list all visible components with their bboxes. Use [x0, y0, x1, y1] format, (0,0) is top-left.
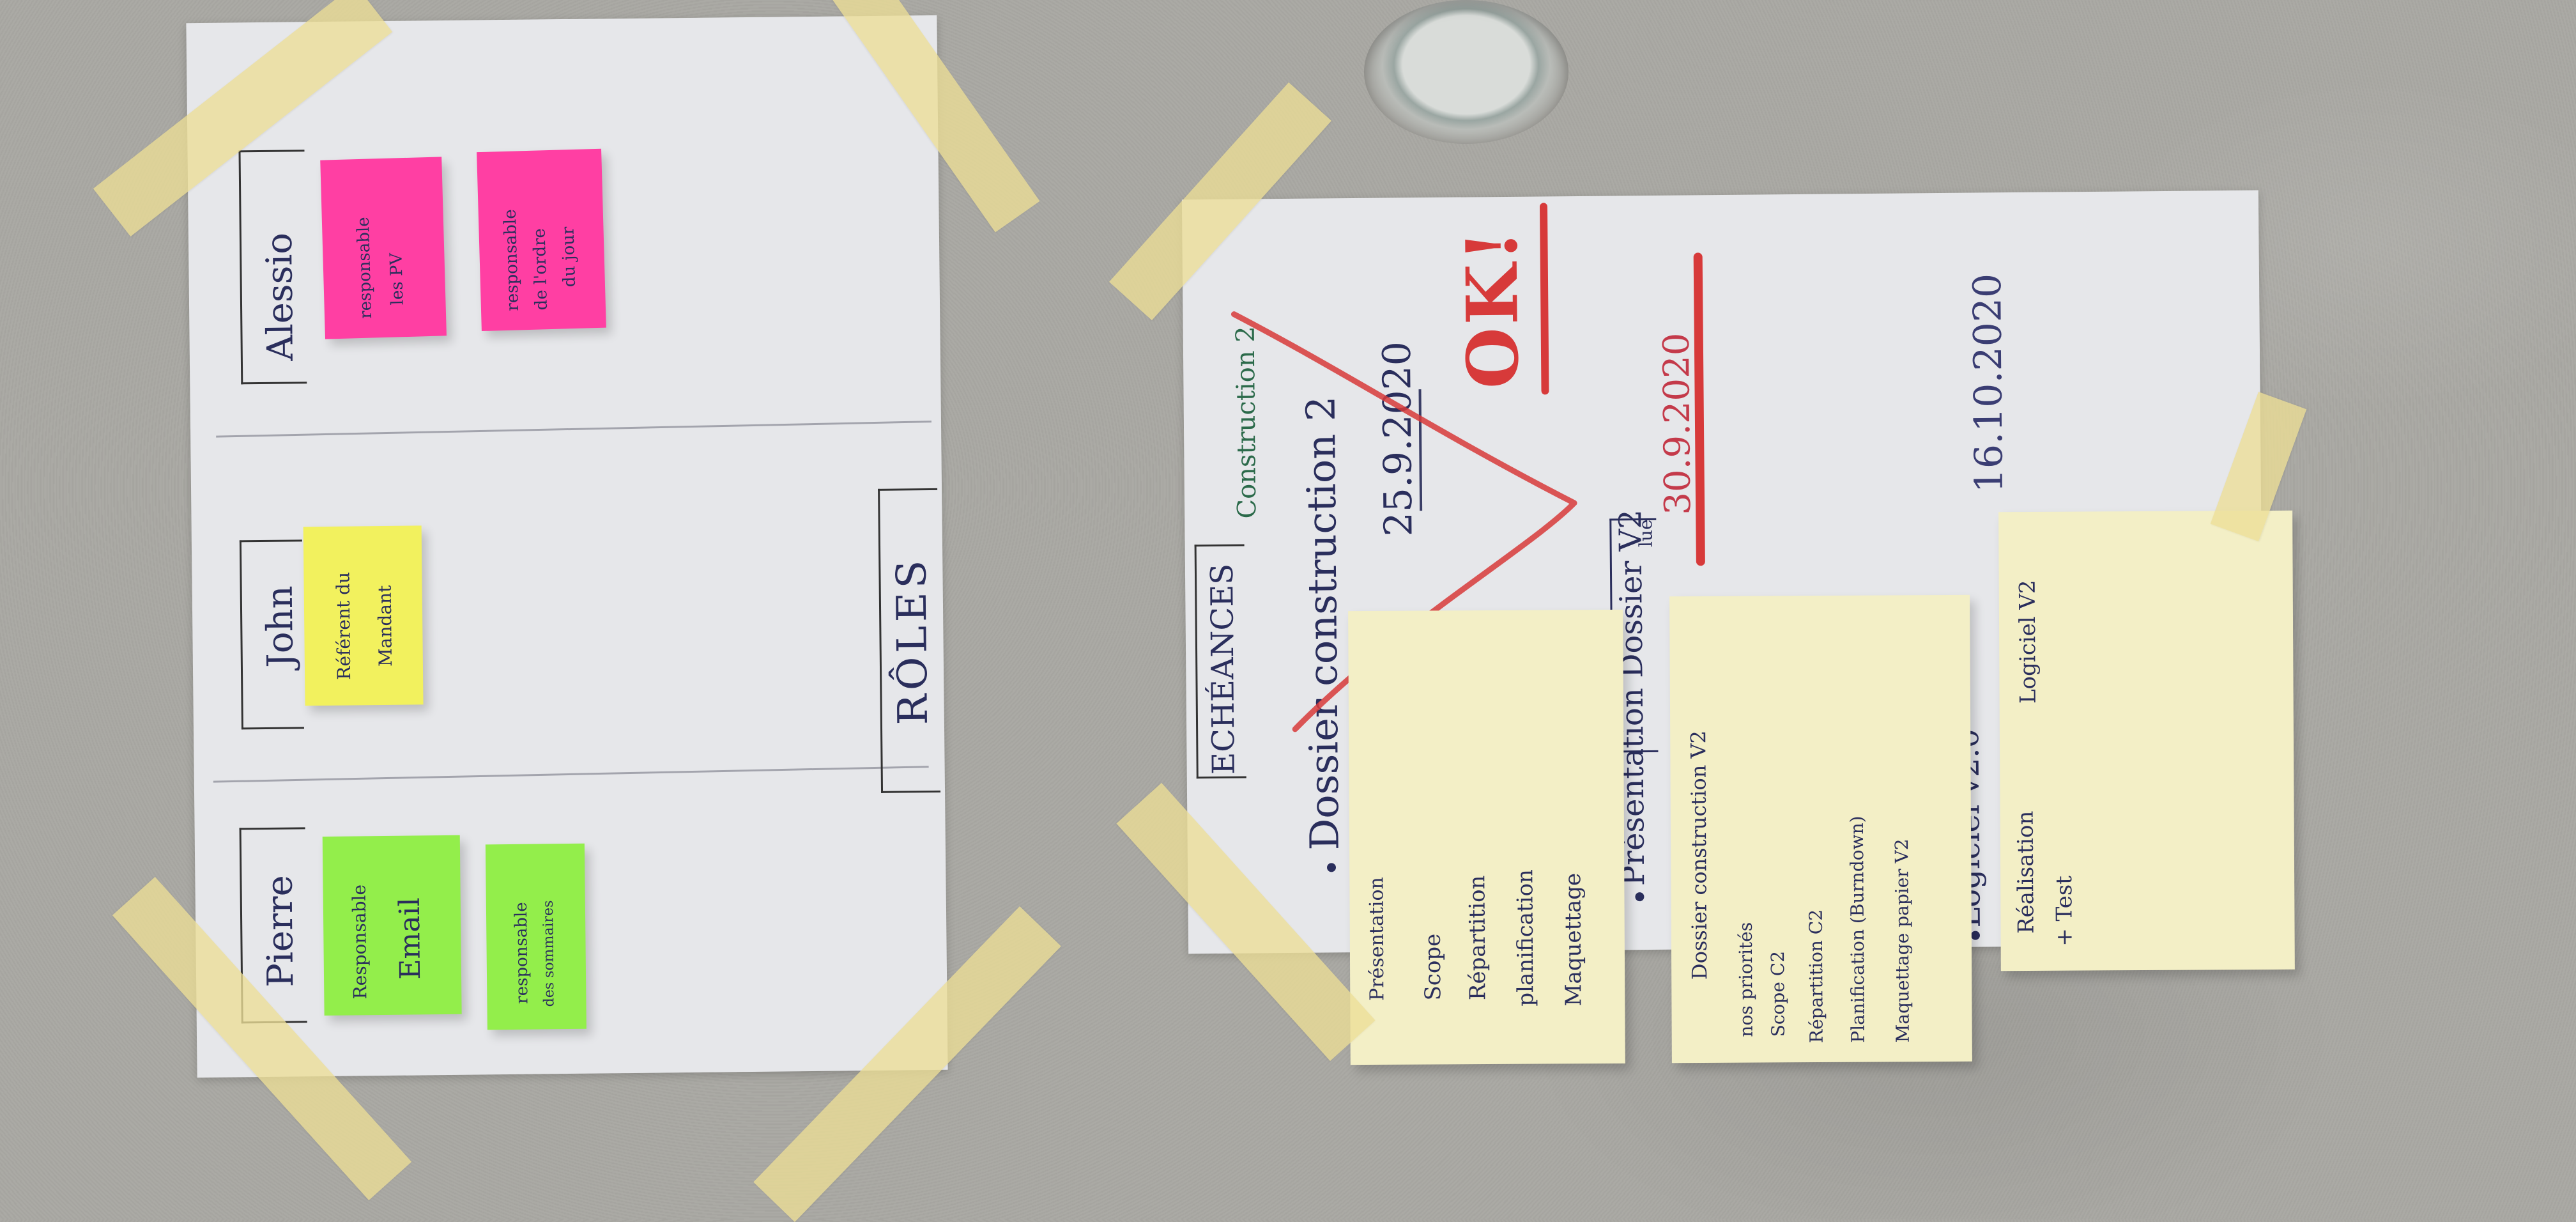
note-line: Mandant	[374, 585, 396, 667]
note-john-mandant: Référent du Mandant	[303, 525, 424, 706]
roles-heading: RÔLES	[888, 556, 937, 725]
status-ok: OK!	[1450, 227, 1535, 389]
note-line: Répartition	[1464, 875, 1491, 1001]
note-line: Maquettage	[1560, 872, 1587, 1007]
note-pierre-email: Responsable Email	[322, 835, 462, 1016]
note-line: responsable	[500, 208, 523, 312]
note-line: Responsable	[348, 884, 371, 1000]
red-marker-line	[1693, 252, 1705, 566]
note-line: Scope	[1420, 933, 1446, 1001]
note-line: Présentation	[1365, 877, 1389, 1001]
note-line: Maquettage papier V2	[1891, 839, 1913, 1043]
note-pierre-sommaires: responsable des sommaires	[485, 843, 586, 1030]
bullet	[1635, 892, 1644, 902]
note-line: Email	[393, 897, 427, 980]
bullet	[1326, 863, 1337, 872]
deadline-suffix-2: lue	[1635, 519, 1657, 548]
note-line: Référent du	[332, 571, 355, 680]
note-line: responsable	[353, 217, 376, 320]
note-line: nos priorités	[1735, 922, 1757, 1037]
note-line: + Test	[2051, 875, 2078, 947]
note-presentation-v2: Dossier construction V2 nos priorités Sc…	[1669, 594, 1972, 1063]
note-line: de l'ordre	[530, 228, 552, 311]
red-marker-line	[1539, 203, 1549, 395]
person-name-john: John	[259, 585, 302, 669]
section-divider	[213, 766, 929, 783]
note-title: Dossier construction V2	[1686, 730, 1712, 980]
bullet	[1970, 931, 1981, 940]
deadline-date-2: 30.9.2020	[1655, 332, 1699, 515]
note-alessio-ordre: responsable de l'ordre du jour	[477, 148, 606, 332]
roles-sheet: Alessio responsable les PV responsable d…	[186, 15, 948, 1078]
note-title: Logiciel V2	[2014, 580, 2041, 704]
note-line: les PV	[387, 252, 408, 306]
note-logiciel-v2: Logiciel V2 Réalisation + Test	[1998, 510, 2295, 971]
note-line: des sommaires	[540, 900, 558, 1007]
deadline-date-3: 16.10.2020	[1965, 273, 2012, 493]
wall-hole	[1364, 0, 1568, 144]
note-line: Scope C2	[1767, 950, 1789, 1037]
person-name-alessio: Alessio	[258, 232, 302, 362]
note-line: Réalisation	[2012, 810, 2039, 934]
note-line: du jour	[558, 226, 580, 288]
note-line: responsable	[511, 902, 532, 1004]
note-line: Planification (Burndown)	[1846, 816, 1869, 1043]
note-line: planification	[1512, 869, 1539, 1007]
note-alessio-pv: responsable les PV	[320, 157, 447, 339]
section-divider	[216, 421, 931, 438]
person-name-pierre: Pierre	[259, 874, 302, 988]
note-line: Répartition C2	[1805, 909, 1827, 1044]
note-dossier-construction-2: Présentation Scope Répartition planifica…	[1348, 609, 1625, 1065]
